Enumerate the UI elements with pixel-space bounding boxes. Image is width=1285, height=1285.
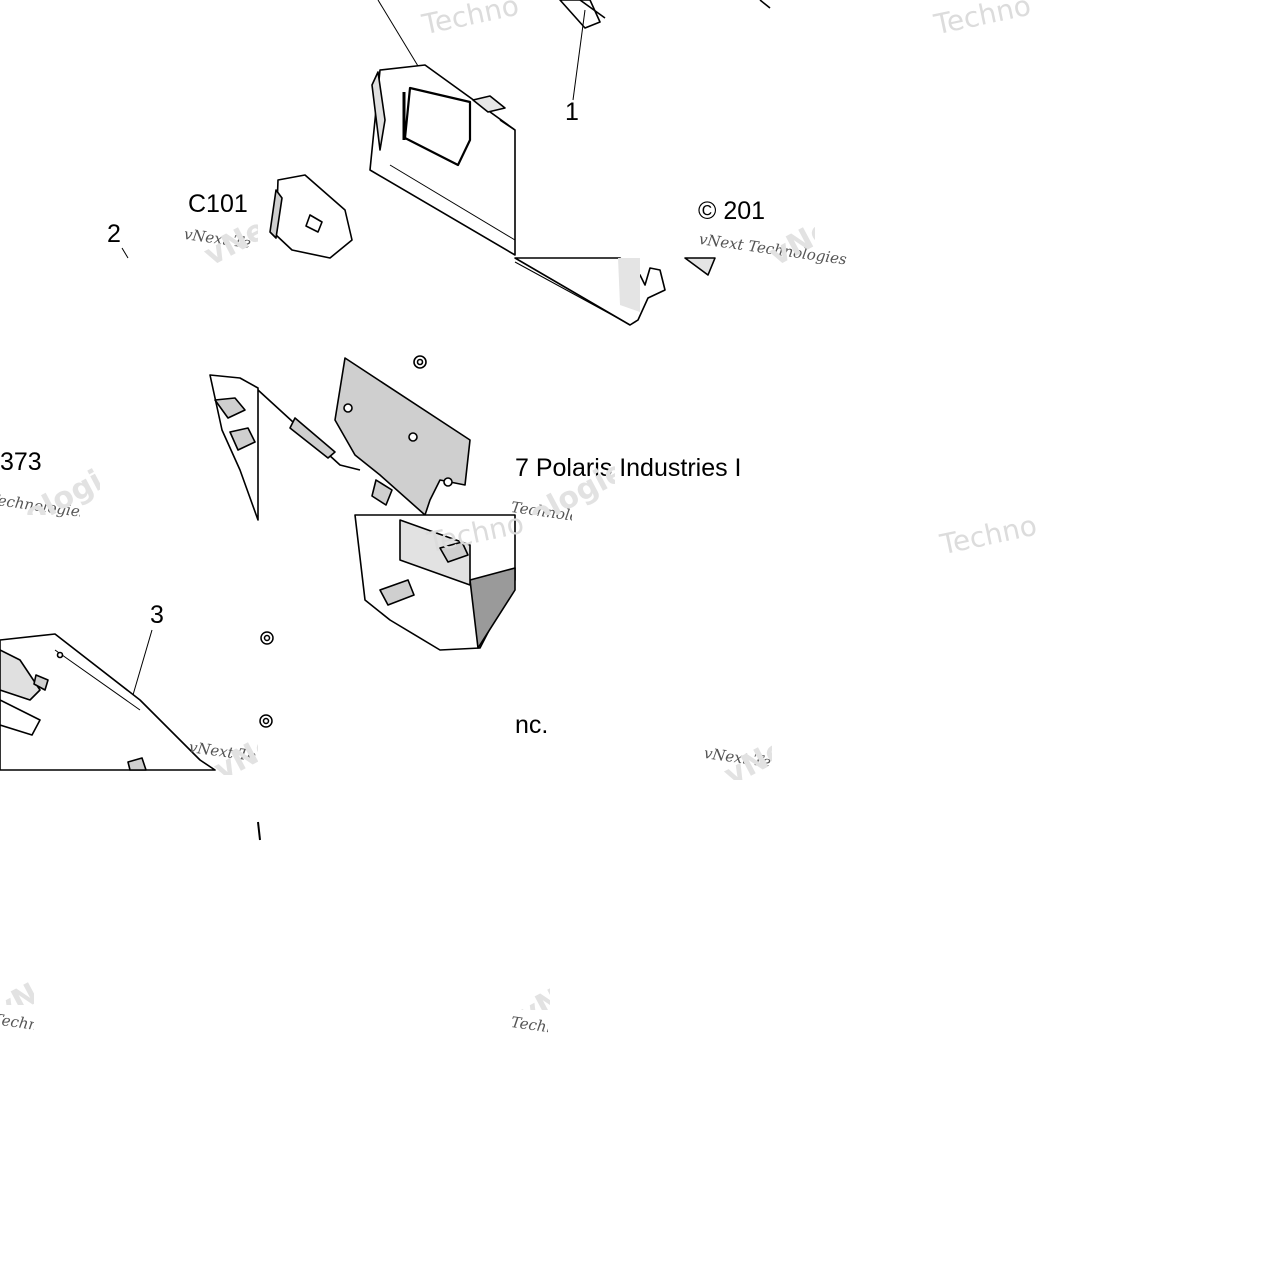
- copyright-fragment-c: nc.: [515, 711, 549, 739]
- watermark-vnext-bold-5: vNext: [210, 715, 258, 775]
- leader-line-a: [377, 0, 419, 67]
- watermark-vnext-bold-2: vNext: [765, 200, 815, 274]
- left-clip-bracket: [209, 374, 393, 521]
- watermark-vnext-bold-7: vNext: [0, 965, 34, 1005]
- fastener-top: [413, 355, 427, 369]
- watermark-vnext-bold-8: vNext: [514, 970, 550, 1010]
- copyright-fragment-a: © 201: [698, 197, 766, 225]
- callout-3: 3: [150, 601, 164, 629]
- part-2-bracket: [269, 174, 353, 259]
- callout-2: 2: [107, 220, 121, 248]
- center-plate: [334, 355, 471, 516]
- box-bracket: [354, 514, 516, 651]
- part-3-lower-panel: [0, 633, 216, 771]
- leader-lines: [121, 0, 586, 713]
- leader-line-2: [121, 247, 129, 259]
- copyright-fragment-b: 7 Polaris Industries I: [515, 454, 742, 482]
- watermark-vnext-bold-1: vNext: [200, 205, 258, 265]
- watermark-technologies-5: Technologies: [512, 1015, 548, 1035]
- reference-c101: C101: [188, 190, 248, 218]
- fasteners-lower: [257, 631, 274, 841]
- watermark-ologies-bold-3: ologies: [18, 455, 100, 515]
- callout-1: 1: [565, 98, 579, 126]
- watermark-technologies-4: Technologies: [0, 1010, 34, 1032]
- reference-373: 373: [0, 448, 42, 476]
- watermark-vnext-bold-6: vNext: [720, 720, 772, 780]
- leader-line-1: [572, 9, 586, 101]
- part-1-frame-panel: [369, 0, 771, 326]
- watermark-ologies-bold-4: ologies: [523, 455, 615, 515]
